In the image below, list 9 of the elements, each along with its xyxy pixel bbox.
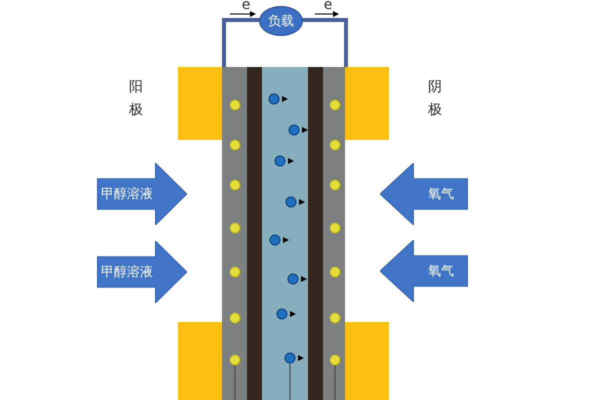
electron-label: e — [240, 0, 252, 13]
electrode-label: 阳极 — [128, 78, 144, 120]
electron-label: e — [322, 0, 334, 13]
block-arrow: 甲醇溶液 — [97, 241, 187, 303]
electrode-label: 阴极 — [427, 78, 443, 120]
block-arrow: 氧气 — [380, 240, 468, 302]
load-ellipse: 负载 — [259, 6, 303, 36]
block-arrow: 甲醇溶液 — [97, 163, 187, 225]
block-arrow: 氧气 — [380, 163, 468, 225]
